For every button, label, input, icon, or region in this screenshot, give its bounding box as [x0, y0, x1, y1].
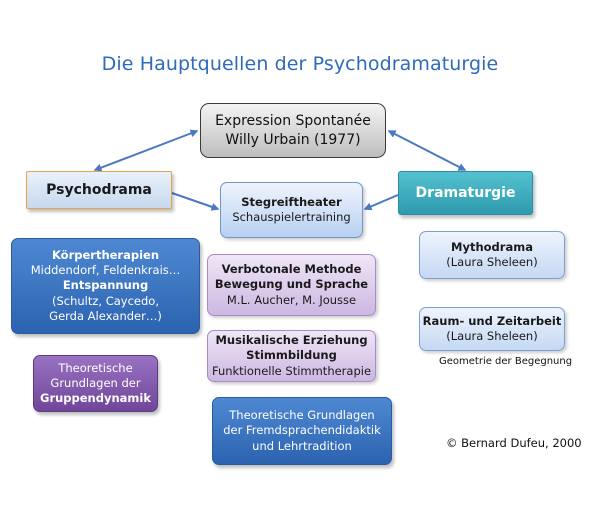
- arrow-dramaturgie-stegreif: [363, 194, 399, 211]
- node-raum-und-zeitarbeit: Raum- und Zeitarbeit (Laura Sheleen): [419, 307, 565, 351]
- node-fremdsprachendidaktik: Theoretische Grundlagen der Fremdsprache…: [212, 397, 392, 465]
- node-stegreiftheater: Stegreiftheater Schauspielertraining: [220, 182, 363, 238]
- node-mytho-line1: (Laura Sheleen): [446, 255, 538, 269]
- note-geometrie: Geometrie der Begegnung: [439, 356, 573, 367]
- node-dramaturgie-label: Dramaturgie: [415, 184, 516, 201]
- arrow-psychodrama-stegreif: [171, 192, 220, 211]
- node-koerper-line1: Middendorf, Feldenkrais…: [30, 263, 181, 278]
- node-koerpertherapien: Körpertherapien Middendorf, Feldenkrais……: [11, 238, 200, 334]
- node-musikalische-erziehung: Musikalische Erziehung Stimmbildung Funk…: [207, 330, 376, 382]
- node-dramaturgie: Dramaturgie: [398, 171, 533, 215]
- node-koerper-line2: (Schultz, Caycedo,: [51, 293, 159, 308]
- node-fremd-line2: der Fremdsprachendidaktik: [223, 423, 381, 438]
- node-root-line2: Willy Urbain (1977): [225, 131, 361, 148]
- node-verbotonale-methode: Verbotonale Methode Bewegung und Sprache…: [207, 254, 376, 316]
- node-koerper-heading2: Entspannung: [62, 278, 149, 293]
- node-mythodrama: Mythodrama (Laura Sheleen): [419, 231, 565, 279]
- node-koerper-line3: Gerda Alexander…): [49, 308, 162, 323]
- node-gruppen-line1: Theoretische: [58, 360, 133, 375]
- node-verbo-heading2: Bewegung und Sprache: [214, 277, 369, 292]
- node-expression-spontanee: Expression Spontanée Willy Urbain (1977): [200, 103, 386, 158]
- node-fremd-line3: und Lehrtradition: [252, 438, 352, 453]
- node-mytho-heading: Mythodrama: [451, 239, 533, 254]
- node-raum-line1: (Laura Sheleen): [446, 329, 538, 343]
- node-psychodrama: Psychodrama: [26, 171, 172, 209]
- node-musik-heading2: Stimmbildung: [246, 348, 337, 363]
- node-psychodrama-label: Psychodrama: [46, 181, 152, 198]
- node-stegreif-line1: Stegreiftheater: [241, 194, 342, 209]
- node-gruppen-line2: Grundlagen der: [50, 375, 141, 390]
- node-musik-heading1: Musikalische Erziehung: [215, 333, 368, 348]
- node-raum-heading: Raum- und Zeitarbeit: [422, 313, 562, 328]
- node-verbo-line1: M.L. Aucher, M. Jousse: [226, 292, 357, 307]
- node-root-line1: Expression Spontanée: [215, 112, 371, 129]
- node-stegreif-line2: Schauspielertraining: [232, 210, 351, 224]
- node-gruppendynamik: Theoretische Grundlagen der Gruppendynam…: [33, 355, 158, 412]
- node-musik-line1: Funktionelle Stimmtherapie: [211, 363, 372, 378]
- node-koerper-heading1: Körpertherapien: [51, 247, 160, 262]
- node-gruppen-heading: Gruppendynamik: [40, 391, 151, 406]
- node-verbo-heading1: Verbotonale Methode: [221, 262, 362, 277]
- arrow-root-dramaturgie: [387, 130, 467, 171]
- node-fremd-line1: Theoretische Grundlagen: [229, 408, 375, 423]
- copyright-note: © Bernard Dufeu, 2000: [446, 436, 582, 450]
- arrow-root-psychodrama: [93, 129, 199, 172]
- diagram-title: Die Hauptquellen der Psychodramaturgie: [101, 53, 499, 75]
